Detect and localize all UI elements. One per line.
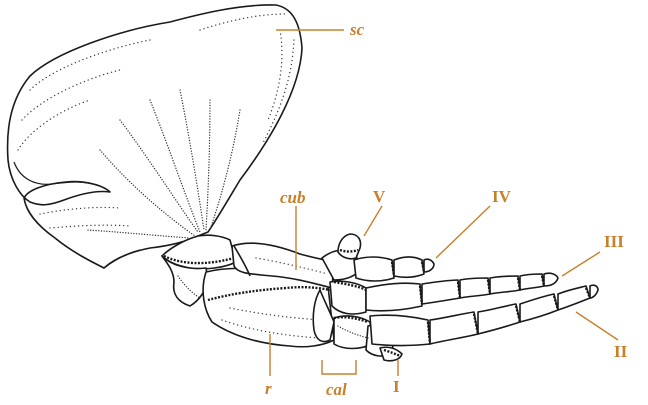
- digit-IV: [354, 257, 434, 281]
- label-digit-I: I: [393, 377, 400, 396]
- digit-I: [380, 347, 402, 361]
- label-cal: cal: [326, 380, 347, 399]
- leader-II: [576, 312, 618, 340]
- label-digit-V: V: [373, 187, 386, 206]
- cal-bracket: [322, 360, 356, 374]
- leader-III: [562, 252, 600, 276]
- label-digit-III: III: [604, 232, 624, 251]
- scapula: [8, 5, 302, 268]
- digit-V: [338, 234, 361, 259]
- label-digit-II: II: [614, 342, 628, 361]
- label-cub: cub: [280, 188, 306, 207]
- label-digit-IV: IV: [492, 187, 512, 206]
- label-r: r: [265, 379, 272, 398]
- label-sc: sc: [349, 20, 365, 39]
- leader-V: [364, 206, 382, 236]
- leader-IV: [436, 206, 490, 258]
